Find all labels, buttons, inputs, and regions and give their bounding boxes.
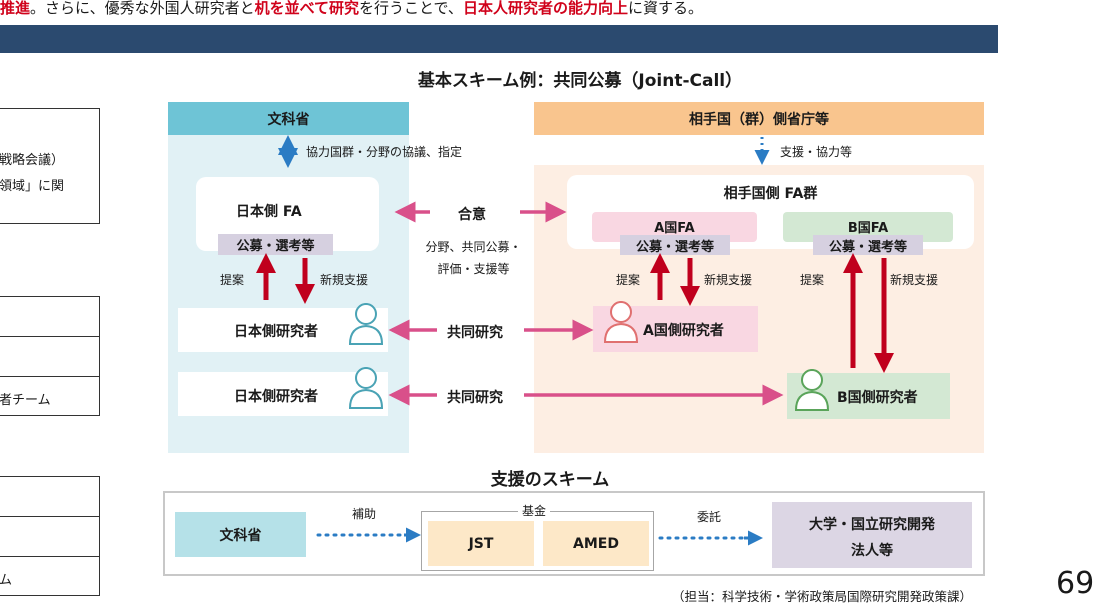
header-part: 。さらに、優秀な外国人研究者と — [30, 0, 255, 17]
left-info-box: 戦略会議） 領域」に関 — [0, 108, 100, 224]
left-table-1: 者チーム — [0, 296, 100, 416]
university-line: 大学・国立研究開発 — [809, 517, 935, 533]
support-frame — [163, 491, 985, 576]
joint-research-label: 共同研究 — [447, 325, 503, 341]
page-number: 69 — [1056, 566, 1095, 601]
subsidy-label: 補助 — [352, 507, 377, 521]
row-divider — [0, 336, 99, 337]
support-mext-box: 文科省 — [175, 512, 306, 557]
contact-note: （担当：科学技術・学術政策局国際研究開発政策課） — [672, 589, 973, 604]
left-table-cell: ム — [0, 573, 13, 588]
mext-note: 協力国群・分野の協議、指定 — [306, 145, 463, 159]
agreement-sub: 評価・支援等 — [437, 262, 510, 276]
row-divider — [0, 556, 99, 557]
header-part: 机を並べて研究 — [254, 0, 359, 17]
new-support-label: 新規支援 — [320, 273, 369, 287]
left-table-cell: 者チーム — [0, 393, 51, 408]
university-line: 法人等 — [851, 543, 893, 559]
proposal-label: 提案 — [800, 273, 825, 287]
proposal-label: 提案 — [220, 273, 245, 287]
person-icon-japan-1 — [348, 303, 384, 345]
row-divider — [0, 516, 99, 517]
person-icon-japan-2 — [348, 367, 384, 409]
partner-fa-group-label: 相手国側 FA群 — [723, 186, 818, 202]
section-bar — [0, 25, 998, 53]
new-support-label: 新規支援 — [890, 273, 939, 287]
support-title: 支援のスキーム — [490, 470, 610, 490]
new-support-label: 新規支援 — [704, 273, 753, 287]
japan-researcher-label: 日本側研究者 — [234, 324, 318, 340]
b-fa-sub: 公募・選考等 — [813, 235, 923, 255]
jst-box: JST — [428, 521, 534, 566]
a-researcher-label: A国側研究者 — [643, 323, 724, 339]
mext-header: 文科省 — [168, 102, 409, 135]
header-part: 推進 — [0, 0, 31, 17]
header-part: に資する。 — [627, 0, 703, 17]
joint-research-label: 共同研究 — [447, 390, 503, 406]
fund-label: 基金 — [518, 502, 551, 519]
row-divider — [0, 376, 99, 377]
person-icon-a — [603, 301, 639, 343]
left-box-line: 領域」に関 — [0, 179, 65, 194]
amed-box: AMED — [543, 521, 649, 566]
person-icon-b — [794, 369, 830, 411]
agreement-label: 合意 — [458, 207, 486, 223]
left-table-2: ム — [0, 476, 100, 596]
entrust-label: 委託 — [697, 510, 722, 524]
university-box: 大学・国立研究開発 法人等 — [772, 502, 972, 568]
partner-header: 相手国（群）側省庁等 — [534, 102, 984, 135]
header-sentence: 推進。さらに、優秀な外国人研究者と机を並べて研究を行うことで、日本人研究者の能力… — [0, 0, 1108, 18]
proposal-label: 提案 — [616, 273, 641, 287]
japan-researcher-label: 日本側研究者 — [234, 389, 318, 405]
agreement-sub: 分野、共同公募・ — [425, 240, 522, 254]
japan-fa-sub: 公募・選考等 — [218, 234, 333, 255]
a-fa-label: A国FA — [654, 221, 695, 236]
b-fa-label: B国FA — [847, 221, 889, 236]
partner-note: 支援・協力等 — [780, 145, 853, 159]
japan-fa-label: 日本側 FA — [236, 204, 302, 220]
header-part: 日本人研究者の能力向上 — [462, 0, 628, 17]
a-fa-sub: 公募・選考等 — [620, 235, 730, 255]
b-researcher-label: B国側研究者 — [837, 390, 918, 406]
header-part: を行うことで、 — [358, 0, 463, 17]
scheme-title: 基本スキーム例：共同公募（Joint-Call） — [417, 71, 743, 91]
left-box-line: 戦略会議） — [0, 153, 65, 168]
